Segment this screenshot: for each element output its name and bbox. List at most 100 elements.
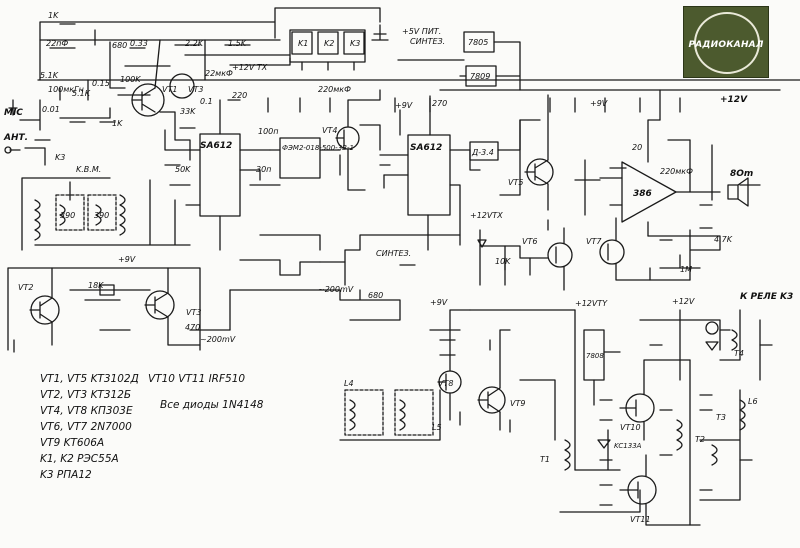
passives [49, 23, 773, 506]
tx-driver [339, 309, 576, 441]
part-100u: 100мкГн [48, 85, 84, 94]
detector-vt5 [469, 94, 554, 211]
label-vt11: VT11 [630, 515, 651, 524]
label-12v-main: +12V [720, 95, 748, 105]
label-sintez: СИНТЕЗ. [376, 249, 411, 258]
part-100p: 100п [258, 127, 279, 136]
part-30p: 30п [256, 165, 271, 174]
label-vt2: VT2 [18, 283, 33, 292]
note-right-2: Все диоды 1N4148 [160, 399, 264, 411]
label-t3: T3 [716, 413, 726, 422]
part-1k-b: 1K [112, 119, 123, 128]
label-sa612-a: SA612 [200, 141, 232, 151]
input-filter [34, 179, 191, 246]
logo-text: РАДИОКАНАЛ [688, 40, 764, 50]
label-vt3b: VT3 [186, 308, 201, 317]
part-5k1b: 5.1K [72, 89, 91, 98]
label-7808: 7808 [586, 352, 604, 360]
note-right-1: VT10 VT11 IRF510 [148, 373, 245, 385]
label-speaker: 8Om [730, 169, 753, 179]
label-l6: L6 [748, 397, 758, 406]
mixer-b [379, 95, 471, 251]
label-r680: 680 [368, 291, 383, 300]
label-7805: 7805 [468, 38, 488, 47]
note-line-1: VT1, VT5 KT3102Д [40, 373, 139, 385]
part-1k: 1K [48, 11, 59, 20]
label-k3b: K3 [350, 39, 360, 48]
relay-block [289, 24, 389, 71]
part-22k: 2.2K [185, 39, 204, 48]
label-l5: L5 [432, 423, 442, 432]
label-vt10: VT10 [620, 423, 641, 432]
part-1m: 1M [680, 265, 692, 274]
part-680: 680 [112, 41, 127, 50]
label-vt3: VT3 [188, 85, 203, 94]
label-vt6: VT6 [522, 237, 537, 246]
part-100k: 100K [120, 75, 141, 84]
part-01: 0.1 [200, 97, 213, 106]
part-50k: 50K [175, 165, 191, 174]
label-mic: MIC [4, 108, 23, 118]
label-vt8: VT8 [438, 379, 453, 388]
label-t4: T4 [734, 349, 744, 358]
label-k3: K3 [55, 153, 65, 162]
label-200mv-b: ~200mV [200, 335, 236, 344]
brand-logo: РАДИОКАНАЛ [683, 6, 769, 78]
label-9v-osc: +9V [118, 255, 136, 264]
label-power-5v: +5V ПИТ. [402, 27, 441, 36]
part-220u: 220мкФ [318, 85, 351, 94]
label-200mv: ~200mV [318, 285, 354, 294]
label-vt4: VT4 [322, 126, 337, 135]
part-470: 470 [185, 323, 200, 332]
label-9v-l: +9V [430, 298, 448, 307]
label-d34: Д-3.4 [471, 148, 494, 157]
label-386: 386 [633, 189, 652, 199]
label-vt5: VT5 [508, 178, 523, 187]
part-5k1: 5.1K [40, 71, 59, 80]
label-9v-top: +9V [395, 101, 413, 110]
part-270: 270 [432, 99, 447, 108]
note-line-4: VT6, VT7 2N7000 [40, 421, 132, 433]
label-kvm: K.В.М. [76, 165, 101, 174]
part-15k: 1.5K [228, 39, 247, 48]
label-power-5v-b: СИНТЕЗ. [410, 37, 445, 46]
local-oscillator [7, 267, 231, 353]
final-amplifier [559, 309, 746, 526]
label-vt1: VT1 [162, 85, 177, 94]
part-22p: 22пФ [46, 39, 68, 48]
label-k1: K1 [298, 39, 308, 48]
logo-ring-icon [694, 12, 760, 74]
label-7809: 7809 [470, 72, 490, 81]
note-line-2: VT2, VT3 KT312Б [40, 389, 131, 401]
part-390b: 390 [94, 211, 109, 220]
label-ant: АНТ. [3, 133, 28, 143]
part-10k: 10K [495, 257, 511, 266]
part-220: 220 [232, 91, 247, 100]
label-filter: ФЭМ2-018-500-3В-1 [282, 144, 354, 152]
label-12v-tx: +12V TX [232, 63, 268, 72]
label-rx12b: +12VTY [575, 299, 608, 308]
audio-amp-386 [574, 89, 761, 237]
mixer-a [164, 99, 281, 251]
antenna-k3 [4, 139, 111, 251]
part-001: 0.01 [42, 105, 60, 114]
part-015: 0.15 [92, 79, 110, 88]
part-22u: 22мкФ [205, 69, 233, 78]
label-sa612-b: SA612 [410, 143, 442, 153]
note-line-5: VT9 KT606A [40, 437, 104, 449]
label-k-rele: К РЕЛЕ K3 [740, 292, 793, 302]
note-line-3: VT4, VT8 КП303Е [40, 405, 133, 417]
vt6-vt7-switch [477, 217, 721, 291]
quartz-filter [269, 137, 341, 179]
mic-amplifier [8, 39, 206, 161]
part-4k7: 4.7K [714, 235, 733, 244]
label-l4: L4 [344, 379, 354, 388]
part-33k: 33K [180, 107, 196, 116]
note-line-7: K3 РПА12 [40, 469, 92, 481]
label-vt7: VT7 [586, 237, 602, 246]
label-k2: K2 [324, 39, 334, 48]
label-t1: T1 [540, 455, 550, 464]
